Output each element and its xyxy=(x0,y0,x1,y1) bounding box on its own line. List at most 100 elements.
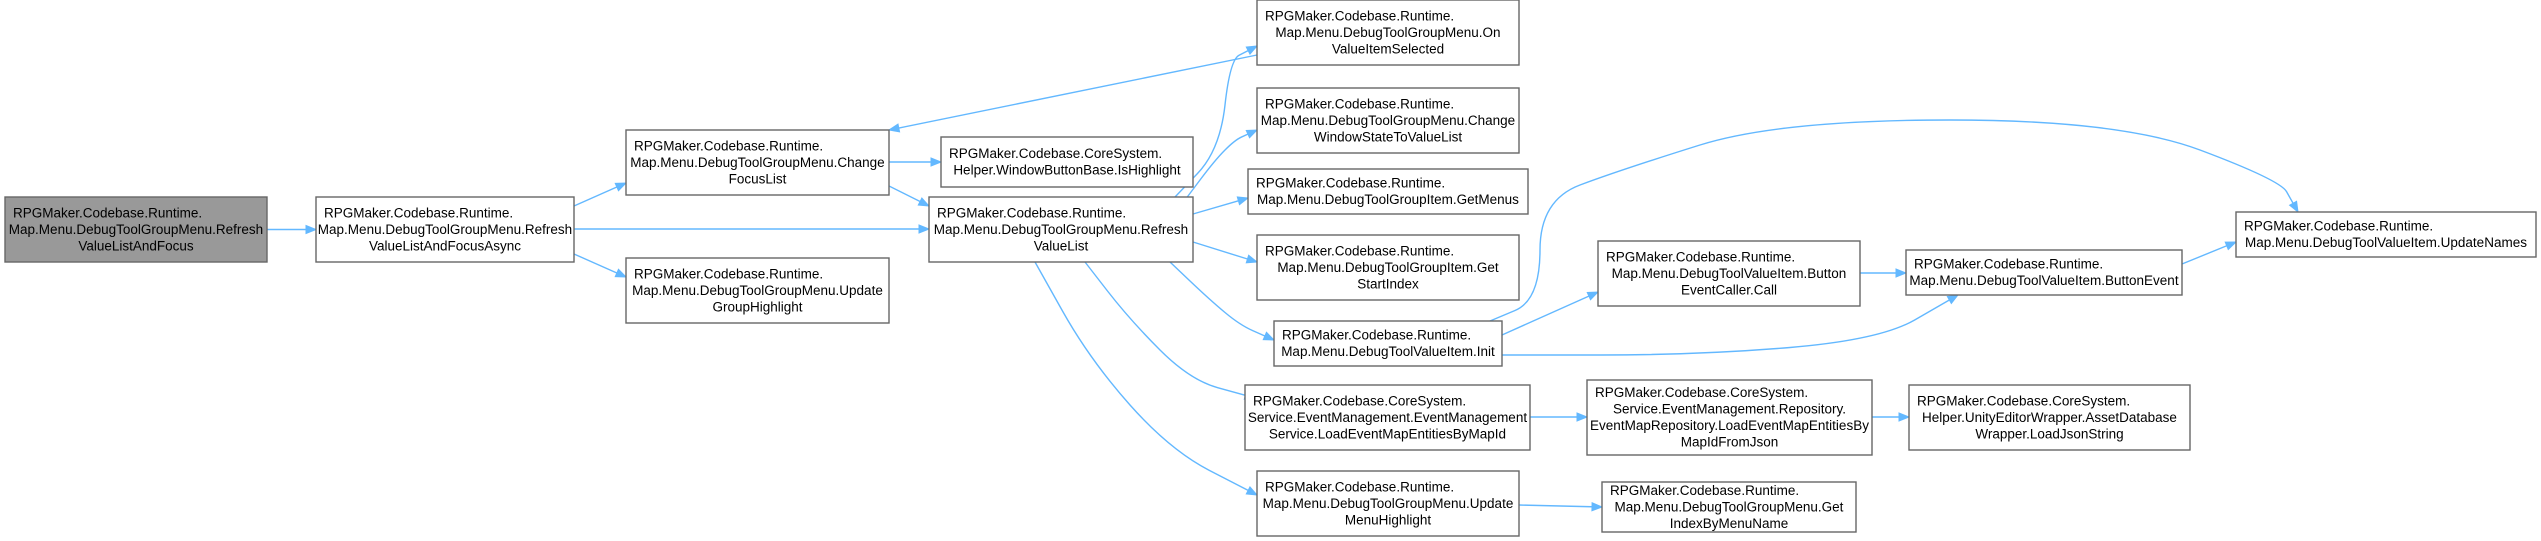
node-loadJsonString[interactable]: RPGMaker.Codebase.CoreSystem.Helper.Unit… xyxy=(1908,384,2191,451)
node-box xyxy=(1905,249,2183,296)
node-label-line: Map.Menu.DebugToolGroupMenu.Refresh xyxy=(318,222,572,237)
edge-line xyxy=(573,186,618,207)
node-box xyxy=(1597,240,1861,307)
node-refreshValueListAndFocusAsync[interactable]: RPGMaker.Codebase.Runtime. Map.Menu.Debug… xyxy=(315,196,575,263)
arrowhead-icon xyxy=(2224,241,2238,251)
node-label-line: Map.Menu.DebugToolGroupMenu.Update xyxy=(632,283,883,298)
call-edge-valueItemInit-to-updateNames xyxy=(1489,119,2299,322)
node-box xyxy=(315,196,575,263)
node-box xyxy=(625,257,890,324)
node-getStartIndex[interactable]: RPGMaker.Codebase.Runtime.Map.Menu.Debug… xyxy=(1256,234,1520,301)
node-label-line: Map.Menu.DebugToolValueItem.Button xyxy=(1612,266,1847,281)
call-edge-refreshValueList-to-getStartIndex xyxy=(1192,241,1259,264)
node-updateNames[interactable]: RPGMaker.Codebase.Runtime.Map.Menu.Debug… xyxy=(2235,211,2537,258)
call-edge-refreshValueList-to-valueItemInit xyxy=(1169,261,1276,341)
node-label-line: Map.Menu.DebugToolGroupMenu.On xyxy=(1275,25,1500,40)
edge-line xyxy=(1192,200,1239,215)
node-label-line: RPGMaker.Codebase.Runtime. xyxy=(324,205,513,220)
node-isHighlight[interactable]: RPGMaker.Codebase.CoreSystem. Helper.Wind… xyxy=(940,136,1194,188)
node-label-line: GroupHighlight xyxy=(712,299,802,314)
edge-line xyxy=(898,54,1258,129)
node-label-line: ValueItemSelected xyxy=(1332,41,1444,56)
node-label-line: RPGMaker.Codebase.Runtime. xyxy=(1265,479,1454,494)
node-getMenus[interactable]: RPGMaker.Codebase.Runtime.Map.Menu.Debug… xyxy=(1247,168,1529,215)
call-edge-valueItemInit-to-buttonEvent xyxy=(1502,294,1960,356)
arrowhead-icon xyxy=(2288,200,2299,214)
arrowhead-icon xyxy=(1262,331,1276,341)
node-label-line: Map.Menu.DebugToolValueItem.ButtonEvent xyxy=(1909,273,2178,288)
node-label-line: RPGMaker.Codebase.Runtime. xyxy=(1265,8,1454,23)
node-label-line: RPGMaker.Codebase.Runtime. xyxy=(13,205,202,220)
arrowhead-icon xyxy=(305,224,318,235)
node-updateGroupHighlight[interactable]: RPGMaker.Codebase.Runtime. Map.Menu.Debug… xyxy=(625,257,890,324)
node-buttonEvent[interactable]: RPGMaker.Codebase.Runtime.Map.Menu.Debug… xyxy=(1905,249,2183,296)
node-label-line: EventCaller.Call xyxy=(1681,282,1777,297)
node-label-line: Map.Menu.DebugToolGroupItem.Get xyxy=(1277,260,1499,275)
edge-line xyxy=(1502,299,1950,356)
node-label-line: EventMapRepository.LoadEventMapEntitiesB… xyxy=(1590,418,1869,433)
node-label-line: RPGMaker.Codebase.Runtime. xyxy=(634,138,823,153)
node-box xyxy=(4,196,268,263)
node-box xyxy=(1247,168,1529,215)
node-label-line: RPGMaker.Codebase.Runtime. xyxy=(634,266,823,281)
node-label-line: IndexByMenuName xyxy=(1670,516,1789,531)
arrowhead-icon xyxy=(614,268,628,278)
arrowhead-icon xyxy=(1895,268,1908,278)
node-label-line: WindowStateToValueList xyxy=(1314,129,1463,144)
edge-line xyxy=(1084,261,1246,397)
node-label-line: ValueListAndFocus xyxy=(78,238,194,253)
node-label-line: Wrapper.LoadJsonString xyxy=(1975,426,2123,441)
node-label-line: Map.Menu.DebugToolGroupMenu.Get xyxy=(1615,499,1844,514)
edge-line xyxy=(1518,504,1593,508)
arrowhead-icon xyxy=(1586,291,1600,301)
node-refreshValueList[interactable]: RPGMaker.Codebase.Runtime.Map.Menu.Debug… xyxy=(928,196,1194,263)
node-box xyxy=(940,136,1194,188)
node-valueItemInit[interactable]: RPGMaker.Codebase.Runtime.Map.Menu.Debug… xyxy=(1273,320,1503,367)
node-box xyxy=(1256,470,1520,537)
call-edge-refreshValueListAndFocus-to-refreshValueListAndFocusAsync xyxy=(267,224,318,235)
arrowhead-icon xyxy=(1245,485,1259,496)
node-box xyxy=(2235,211,2537,258)
node-changeFocusList[interactable]: RPGMaker.Codebase.Runtime.Map.Menu.Debug… xyxy=(625,129,890,196)
node-label-line: RPGMaker.Codebase.CoreSystem. xyxy=(949,146,1162,161)
arrowhead-icon xyxy=(1245,254,1259,264)
node-box xyxy=(1256,0,1520,66)
node-label-line: RPGMaker.Codebase.CoreSystem. xyxy=(1595,385,1808,400)
arrowhead-icon xyxy=(1591,502,1604,512)
node-label-line: RPGMaker.Codebase.Runtime. xyxy=(1282,328,1471,343)
call-edge-refreshValueList-to-changeWindowStateToValueList xyxy=(1184,129,1259,201)
node-getIndexByMenuName[interactable]: RPGMaker.Codebase.Runtime.Map.Menu.Debug… xyxy=(1601,481,1857,533)
call-edge-refreshValueList-to-getMenus xyxy=(1192,196,1250,215)
node-buttonEventCallerCall[interactable]: RPGMaker.Codebase.Runtime.Map.Menu.Debug… xyxy=(1597,240,1861,307)
node-label-line: Map.Menu.DebugToolGroupMenu.Refresh xyxy=(9,222,263,237)
node-onValueItemSelected[interactable]: RPGMaker.Codebase.Runtime. Map.Menu.Debug… xyxy=(1256,0,1520,66)
call-edge-buttonEventCallerCall-to-buttonEvent xyxy=(1860,268,1908,278)
edge-line xyxy=(2181,245,2228,265)
node-changeWindowStateToValueList[interactable]: RPGMaker.Codebase.Runtime.Map.Menu.Debug… xyxy=(1256,87,1520,154)
node-label-line: Map.Menu.DebugToolGroupMenu.Update xyxy=(1263,496,1514,511)
node-refreshValueListAndFocus[interactable]: RPGMaker.Codebase.Runtime. Map.Menu.Debug… xyxy=(4,196,268,263)
arrowhead-icon xyxy=(1236,196,1250,206)
node-box xyxy=(1256,87,1520,154)
node-label-line: RPGMaker.Codebase.CoreSystem. xyxy=(1253,393,1466,408)
node-box xyxy=(1273,320,1503,367)
edge-line xyxy=(1489,119,2294,322)
node-loadEventMapEntitiesByMapId[interactable]: RPGMaker.Codebase.CoreSystem. Service.Eve… xyxy=(1244,384,1531,451)
node-label-line: Map.Menu.DebugToolGroupMenu.Change xyxy=(1261,113,1515,128)
node-loadEventMapEntitiesByMapIdFromJson[interactable]: RPGMaker.Codebase.CoreSystem.Service.Eve… xyxy=(1586,379,1873,456)
node-label-line: RPGMaker.Codebase.Runtime. xyxy=(2244,219,2433,234)
call-edge-onValueItemSelected-to-changeFocusList xyxy=(887,54,1258,133)
node-label-line: Helper.WindowButtonBase.IsHighlight xyxy=(953,163,1181,178)
node-label-line: Map.Menu.DebugToolGroupItem.GetMenus xyxy=(1257,192,1519,207)
node-updateMenuHighlight[interactable]: RPGMaker.Codebase.Runtime. Map.Menu.Debug… xyxy=(1256,470,1520,537)
call-edge-refreshValueList-to-updateMenuHighlight xyxy=(1034,261,1259,496)
node-label-line: RPGMaker.Codebase.Runtime. xyxy=(1610,483,1799,498)
call-edge-refreshValueListAndFocusAsync-to-refreshValueList xyxy=(574,224,931,234)
node-label-line: MenuHighlight xyxy=(1345,512,1432,527)
node-label-line: RPGMaker.Codebase.Runtime. xyxy=(937,205,1126,220)
call-edge-changeFocusList-to-isHighlight xyxy=(889,157,943,167)
call-edge-buttonEvent-to-updateNames xyxy=(2181,241,2238,265)
call-edge-refreshValueList-to-loadEventMapEntitiesByMapId xyxy=(1084,261,1257,400)
node-label-line: Service.EventManagement.EventManagement xyxy=(1248,410,1527,425)
